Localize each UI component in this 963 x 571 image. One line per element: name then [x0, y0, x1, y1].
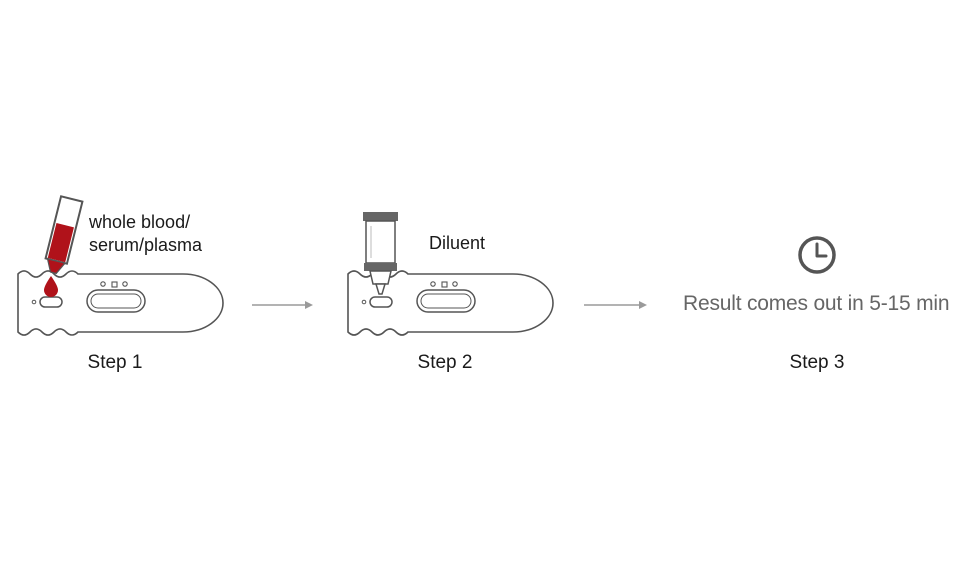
- sample-label-line-2: serum/plasma: [89, 235, 203, 255]
- result-window: [86, 289, 146, 313]
- diluent-label: Diluent: [429, 233, 486, 253]
- result-time-text: Result comes out in 5-15 min: [683, 292, 950, 315]
- blood-drop: [44, 276, 58, 297]
- step-1-label: Step 1: [87, 352, 143, 373]
- result-window: [416, 289, 476, 313]
- sample-label-line-1: whole blood/: [89, 212, 191, 232]
- sample-type-label: whole blood/ serum/plasma: [89, 211, 202, 257]
- step-2-label: Step 2: [417, 352, 473, 373]
- step-3-label: Step 3: [789, 352, 845, 373]
- sample-well: [369, 296, 393, 308]
